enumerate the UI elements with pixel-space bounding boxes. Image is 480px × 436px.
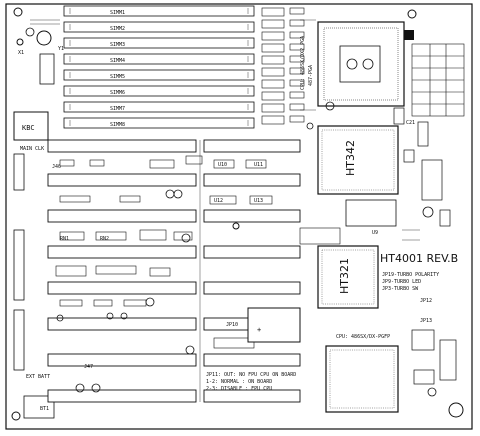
label-jp10: JP10 bbox=[226, 322, 238, 328]
label-bat: EXT BATT bbox=[26, 374, 50, 380]
right-edge-components bbox=[393, 107, 457, 385]
fpu-notes: JP11: OUT: NO FPU CPU ON BOARD 1-2: NORM… bbox=[206, 372, 296, 392]
revision-label: HT4001 REV.B bbox=[380, 252, 458, 265]
mounting-holes bbox=[11, 7, 464, 421]
capacitors bbox=[56, 101, 437, 397]
reference-labels: BT1 RN1 RN2 U10 U11 U12 U13 JP10 JP12 JP… bbox=[18, 46, 432, 412]
isa-slots-right bbox=[203, 139, 301, 403]
simm2-label: SIMM2 bbox=[110, 26, 125, 32]
fpu-note-2: 1-2: NORMAL : ON BOARD bbox=[206, 379, 272, 385]
jumper-note-1: JP19-TURBO POLARITY bbox=[382, 272, 439, 278]
cpu-top-label-1: CPU: 486SX/DX2 PGA bbox=[300, 36, 306, 90]
discrete-components bbox=[55, 155, 341, 349]
left-column-components: KBC MAIN CLK EXT BATT bbox=[13, 27, 55, 419]
simm7-label: SIMM7 bbox=[110, 106, 125, 112]
power-block: + U9 bbox=[247, 199, 397, 343]
label-x1: X1 bbox=[18, 50, 24, 56]
simm-sockets bbox=[63, 5, 255, 129]
simm5-label: SIMM5 bbox=[110, 74, 125, 80]
simm-labels: SIMM1 SIMM2 SIMM3 SIMM4 SIMM5 SIMM6 SIMM… bbox=[110, 10, 125, 128]
chip-ht342: HT342 bbox=[317, 125, 399, 195]
svg-text:+: + bbox=[257, 326, 261, 334]
label-u9: U9 bbox=[372, 230, 378, 236]
label-jp12: JP12 bbox=[420, 298, 432, 304]
label-y1: Y1 bbox=[58, 46, 64, 52]
slot-labels: J47 J40 bbox=[52, 164, 93, 370]
label-u11: U11 bbox=[254, 162, 263, 168]
chip-ht342-label: HT342 bbox=[344, 140, 357, 176]
label-u13: U13 bbox=[254, 198, 263, 204]
simm3-label: SIMM3 bbox=[110, 42, 125, 48]
label-u10: U10 bbox=[218, 162, 227, 168]
jumper-note-3: JP3-TURBO SW bbox=[382, 286, 419, 292]
cpu-socket-bottom: CPU: 486SX/DX-PGFP bbox=[325, 334, 399, 413]
simm6-label: SIMM6 bbox=[110, 90, 125, 96]
jumper-notes: JP19-TURBO POLARITY JP9-TURBO LED JP3-TU… bbox=[382, 272, 439, 292]
cpu-top-label-2: 487-PGA bbox=[308, 65, 314, 86]
cache-sram-chips bbox=[261, 7, 305, 125]
label-rn2: RN2 bbox=[100, 236, 109, 242]
cpu-bottom-label: CPU: 486SX/DX-PGFP bbox=[336, 334, 390, 340]
isa-slots-left bbox=[47, 139, 197, 403]
simm8-label: SIMM8 bbox=[110, 122, 125, 128]
label-u12: U12 bbox=[214, 198, 223, 204]
simm4-label: SIMM4 bbox=[110, 58, 125, 64]
jumper-note-2: JP9-TURBO LED bbox=[382, 279, 421, 285]
jumper-table bbox=[411, 43, 465, 117]
label-jp13: JP13 bbox=[420, 318, 432, 324]
fpu-note-3: 2-3: DISABLE : FPU CPU bbox=[206, 386, 272, 392]
chip-ht321-label: HT321 bbox=[338, 258, 351, 294]
slot-label-j40: J40 bbox=[52, 164, 61, 170]
chip-ht321: HT321 bbox=[317, 245, 379, 309]
label-main-clk: MAIN CLK bbox=[20, 146, 44, 152]
kbc-label: KBC bbox=[22, 124, 35, 132]
trace-lines bbox=[30, 19, 420, 402]
label-c21: C21 bbox=[406, 120, 415, 126]
cpu-socket-top: CPU: 486SX/DX2 PGA 487-PGA bbox=[300, 21, 414, 107]
fpu-note-1: JP11: OUT: NO FPU CPU ON BOARD bbox=[206, 372, 296, 378]
label-rn1: RN1 bbox=[60, 236, 69, 242]
label-bt1: BT1 bbox=[40, 406, 49, 412]
simm1-label: SIMM1 bbox=[110, 10, 125, 16]
slot-label-j47: J47 bbox=[84, 364, 93, 370]
